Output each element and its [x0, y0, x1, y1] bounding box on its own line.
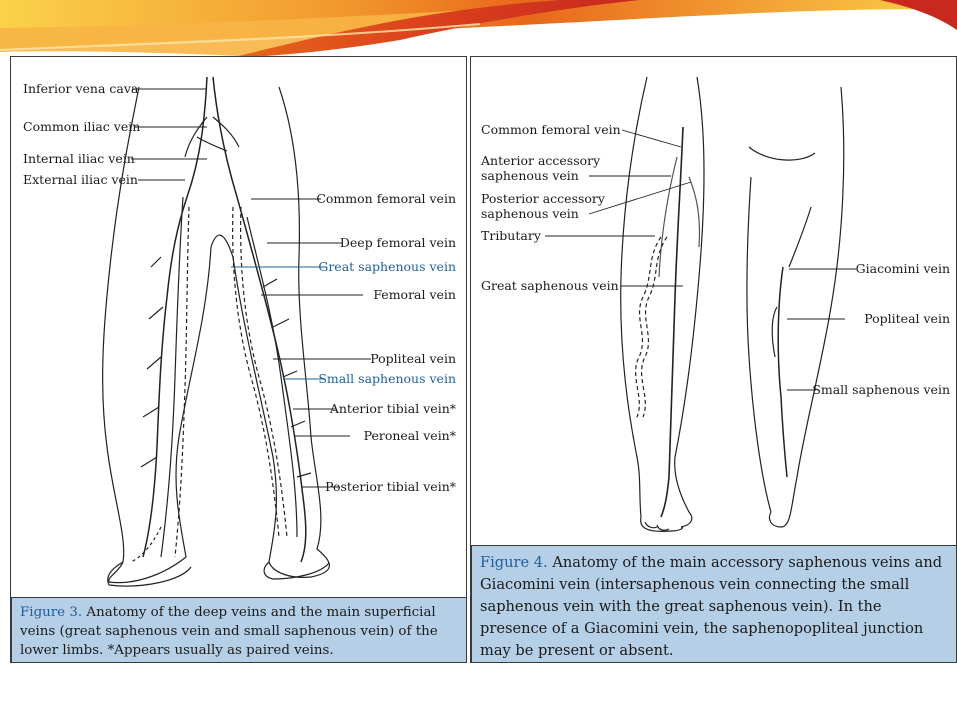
figure-4-caption: Figure 4. Anatomy of the main accessory … [471, 545, 957, 663]
figure-4-caption-text: Anatomy of the main accessory saphenous … [480, 554, 942, 659]
figure-3-leader-lines [11, 57, 467, 597]
figure-4-caption-label: Figure 4. [480, 554, 548, 571]
figure-3-caption-label: Figure 3. [20, 605, 82, 620]
figure-4-leader-lines [471, 57, 957, 545]
figure-3-caption: Figure 3. Anatomy of the deep veins and … [11, 597, 467, 663]
slide-header-banner [0, 0, 957, 60]
figure-3-caption-text: Anatomy of the deep veins and the main s… [20, 605, 438, 658]
figure-3-panel: Inferior vena cava Common iliac vein Int… [10, 56, 467, 663]
figure-4-panel: Common femoral vein Anterior accessory s… [470, 56, 957, 663]
